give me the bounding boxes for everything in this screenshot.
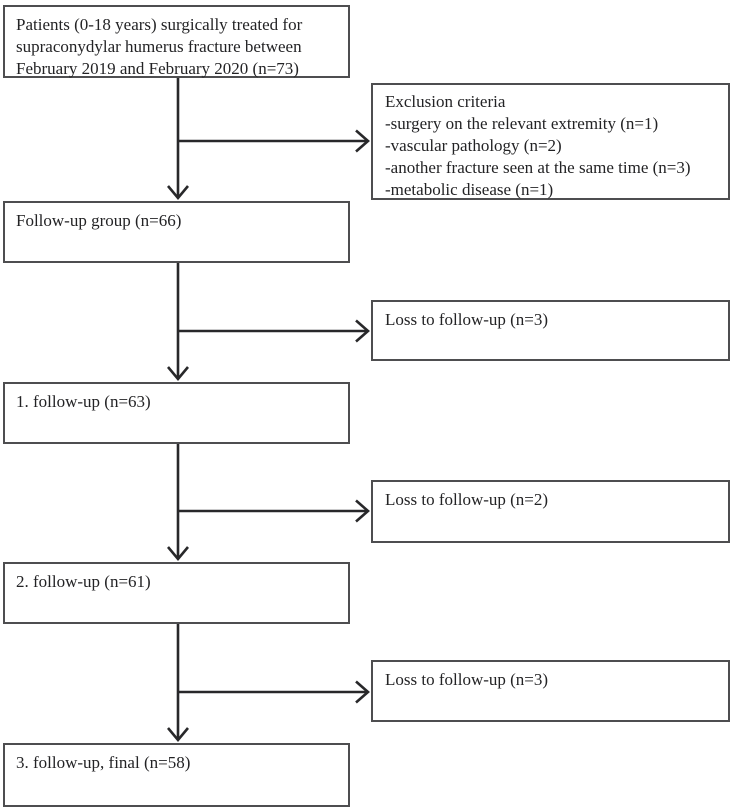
box-exclusion-criteria: Exclusion criteria -surgery on the relev… [371, 83, 730, 200]
box-exclusion-title: Exclusion criteria [385, 92, 506, 111]
box-followup-2: 2. follow-up (n=61) [3, 562, 350, 624]
box-loss-2-label: Loss to follow-up (n=2) [385, 490, 549, 509]
box-followup-3-final-label: 3. follow-up, final (n=58) [16, 753, 191, 772]
box-followup-group: Follow-up group (n=66) [3, 201, 350, 263]
box-loss-to-followup-1: Loss to follow-up (n=3) [371, 300, 730, 361]
box-followup-1-label: 1. follow-up (n=63) [16, 392, 151, 411]
arrow-followup-1-to-followup-2 [167, 444, 189, 562]
arrow-followup-1-to-loss-2 [178, 499, 370, 523]
arrow-followup-group-to-loss-1 [178, 319, 370, 343]
box-followup-group-label: Follow-up group (n=66) [16, 211, 182, 230]
box-loss-to-followup-2: Loss to follow-up (n=2) [371, 480, 730, 543]
box-loss-3-label: Loss to follow-up (n=3) [385, 670, 549, 689]
box-loss-1-label: Loss to follow-up (n=3) [385, 310, 549, 329]
arrow-patients-to-exclusion [178, 129, 370, 153]
box-loss-to-followup-3: Loss to follow-up (n=3) [371, 660, 730, 722]
box-followup-2-label: 2. follow-up (n=61) [16, 572, 151, 591]
box-followup-3-final: 3. follow-up, final (n=58) [3, 743, 350, 807]
arrow-followup-2-to-followup-3 [167, 624, 189, 743]
box-followup-1: 1. follow-up (n=63) [3, 382, 350, 444]
box-exclusion-item-3: -another fracture seen at the same time … [385, 158, 691, 177]
box-exclusion-item-2: -vascular pathology (n=2) [385, 136, 562, 155]
box-exclusion-item-4: -metabolic disease (n=1) [385, 180, 554, 199]
arrow-followup-2-to-loss-3 [178, 680, 370, 704]
box-patients-line-2: supraconydylar humerus fracture between [16, 37, 302, 56]
arrow-followup-group-to-followup-1 [167, 263, 189, 382]
arrow-patients-to-followup-group [167, 78, 189, 201]
box-patients: Patients (0-18 years) surgically treated… [3, 5, 350, 78]
box-patients-line-1: Patients (0-18 years) surgically treated… [16, 15, 303, 34]
box-exclusion-item-1: -surgery on the relevant extremity (n=1) [385, 114, 659, 133]
box-patients-line-3: February 2019 and February 2020 (n=73) [16, 59, 299, 78]
